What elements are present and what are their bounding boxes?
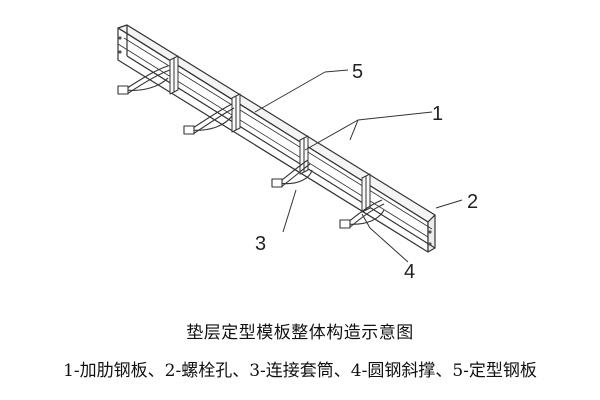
figure-legend: 1-加肋钢板、2-螺栓孔、3-连接套筒、4-圆钢斜撑、5-定型钢板 (63, 361, 537, 381)
callout-5: 5 (352, 61, 363, 83)
formwork-diagram: 5 1 2 3 4 (117, 24, 478, 283)
callout-3: 3 (255, 233, 266, 255)
diagonal-braces (117, 65, 385, 229)
leader-lines (254, 69, 463, 263)
steel-form-plate (117, 24, 436, 253)
callout-4: 4 (404, 261, 415, 283)
bolt-holes (118, 36, 432, 246)
callout-1: 1 (432, 103, 443, 125)
callout-2: 2 (467, 191, 478, 213)
stiffener-plates (169, 55, 371, 213)
figure-caption-title: 垫层定型模板整体构造示意图 (186, 323, 414, 343)
